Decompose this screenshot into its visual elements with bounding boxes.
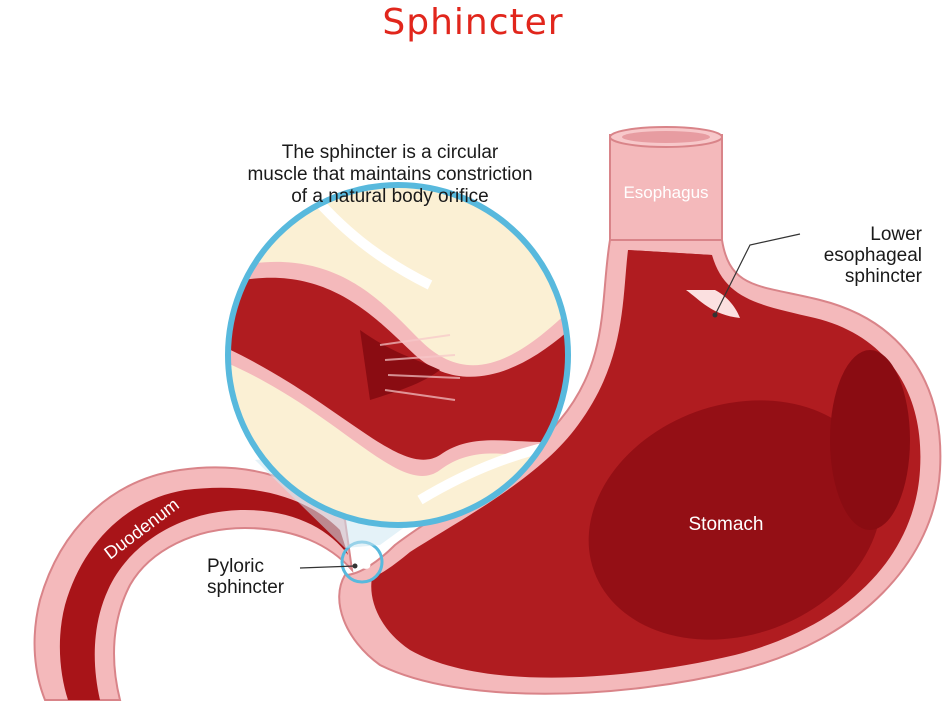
stomach-label: Stomach: [689, 514, 764, 535]
pyloric-sphincter-label: Pyloric sphincter: [207, 556, 284, 598]
page-title: Sphincter: [0, 2, 946, 43]
label-line: sphincter: [802, 266, 922, 287]
label-line: esophageal: [802, 245, 922, 266]
description-line: The sphincter is a circular: [210, 142, 570, 164]
esophagus-label: Esophagus: [623, 183, 708, 202]
pyloric-leader: [300, 566, 355, 568]
description-line: muscle that maintains constriction: [210, 164, 570, 186]
label-line: Lower: [802, 224, 922, 245]
sphincter-description: The sphincter is a circular muscle that …: [210, 142, 570, 208]
description-line: of a natural body orifice: [210, 186, 570, 208]
label-line: Pyloric: [207, 556, 284, 577]
lower-esophageal-sphincter-label: Lower esophageal sphincter: [802, 224, 922, 287]
label-line: sphincter: [207, 577, 284, 598]
